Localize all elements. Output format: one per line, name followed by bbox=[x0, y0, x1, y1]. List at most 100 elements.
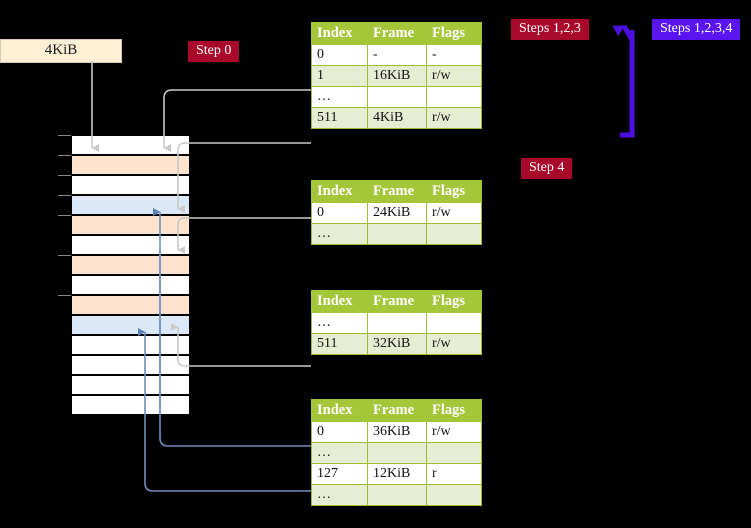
column-header-frame: Frame bbox=[367, 22, 427, 45]
badge-step-4: Step 4 bbox=[521, 158, 573, 179]
cell-flags: r/w bbox=[426, 107, 482, 129]
physical-memory-frames bbox=[71, 135, 190, 415]
cell-flags bbox=[426, 312, 482, 334]
cell-frame: - bbox=[367, 44, 427, 66]
cell-index: … bbox=[311, 442, 368, 464]
cell-frame: 24KiB bbox=[367, 202, 427, 224]
table-row: … bbox=[311, 484, 482, 506]
column-header-index: Index bbox=[311, 290, 368, 313]
source-box-4kib: 4KiB bbox=[0, 39, 122, 63]
memory-frame-row bbox=[71, 215, 190, 235]
column-header-flags: Flags bbox=[426, 22, 482, 45]
memory-frame-row bbox=[71, 135, 190, 155]
table-row: 0-- bbox=[311, 44, 482, 66]
cell-frame: 12KiB bbox=[367, 463, 427, 485]
memory-frame-row bbox=[71, 315, 190, 335]
memory-frame-row bbox=[71, 235, 190, 255]
cell-index: 511 bbox=[311, 107, 368, 129]
cell-index: 1 bbox=[311, 65, 368, 87]
memory-tick bbox=[58, 155, 71, 156]
cell-flags: r/w bbox=[426, 65, 482, 87]
column-header-flags: Flags bbox=[426, 399, 482, 422]
column-header-frame: Frame bbox=[367, 399, 427, 422]
badge-step-0: Step 0 bbox=[188, 41, 240, 62]
cell-frame: 32KiB bbox=[367, 333, 427, 355]
bracket-violet-stem bbox=[620, 30, 635, 138]
cell-index: … bbox=[311, 86, 368, 108]
memory-frame-row bbox=[71, 175, 190, 195]
memory-tick bbox=[58, 195, 71, 196]
cell-index: 0 bbox=[311, 44, 368, 66]
cell-frame bbox=[367, 442, 427, 464]
memory-frame-row bbox=[71, 375, 190, 395]
table-row: … bbox=[311, 223, 482, 245]
cell-frame bbox=[367, 312, 427, 334]
memory-frame-row bbox=[71, 275, 190, 295]
table-row: … bbox=[311, 312, 482, 334]
memory-frame-row bbox=[71, 395, 190, 415]
column-header-index: Index bbox=[311, 22, 368, 45]
wire-pt1-row0-to-frame bbox=[177, 217, 311, 254]
cell-index: … bbox=[311, 312, 368, 334]
memory-frame-row bbox=[71, 195, 190, 215]
memory-tick bbox=[58, 135, 71, 136]
column-header-flags: Flags bbox=[426, 180, 482, 203]
column-header-index: Index bbox=[311, 180, 368, 203]
cell-frame bbox=[367, 86, 427, 108]
memory-tick bbox=[58, 175, 71, 176]
cell-frame bbox=[367, 223, 427, 245]
cell-index: 511 bbox=[311, 333, 368, 355]
memory-tick bbox=[58, 295, 71, 296]
source-box-label: 4KiB bbox=[44, 42, 78, 58]
cell-index: 0 bbox=[311, 421, 368, 443]
memory-tick bbox=[58, 215, 71, 216]
cell-frame: 4KiB bbox=[367, 107, 427, 129]
cell-index: … bbox=[311, 223, 368, 245]
cell-flags bbox=[426, 223, 482, 245]
wire-pt3-row127-blue-h bbox=[144, 414, 311, 492]
table-row: … bbox=[311, 86, 482, 108]
cell-index: … bbox=[311, 484, 368, 506]
cell-flags bbox=[426, 484, 482, 506]
wire-pt0-row511-to-frame bbox=[177, 142, 311, 213]
badge-step-0-label: Step 0 bbox=[196, 43, 232, 58]
bracket-violet-arrow bbox=[612, 24, 635, 42]
column-header-index: Index bbox=[311, 399, 368, 422]
cell-flags: r/w bbox=[426, 421, 482, 443]
badge-steps-1-2-3-4: Steps 1,2,3,4 bbox=[652, 19, 741, 40]
cell-flags: r/w bbox=[426, 333, 482, 355]
cell-flags bbox=[426, 86, 482, 108]
cell-flags bbox=[426, 442, 482, 464]
column-header-frame: Frame bbox=[367, 180, 427, 203]
badge-steps-1-2-3: Steps 1,2,3 bbox=[511, 19, 589, 40]
cell-frame bbox=[367, 484, 427, 506]
cell-flags: r bbox=[426, 463, 482, 485]
badge-steps-1-2-3-label: Steps 1,2,3 bbox=[519, 21, 581, 36]
cell-frame: 16KiB bbox=[367, 65, 427, 87]
cell-index: 127 bbox=[311, 463, 368, 485]
cell-index: 0 bbox=[311, 202, 368, 224]
column-header-flags: Flags bbox=[426, 290, 482, 313]
column-header-frame: Frame bbox=[367, 290, 427, 313]
cell-frame: 36KiB bbox=[367, 421, 427, 443]
memory-frame-row bbox=[71, 335, 190, 355]
cell-flags: r/w bbox=[426, 202, 482, 224]
memory-frame-row bbox=[71, 295, 190, 315]
badge-steps-1-2-3-4-label: Steps 1,2,3,4 bbox=[660, 21, 733, 36]
memory-frame-row bbox=[71, 155, 190, 175]
